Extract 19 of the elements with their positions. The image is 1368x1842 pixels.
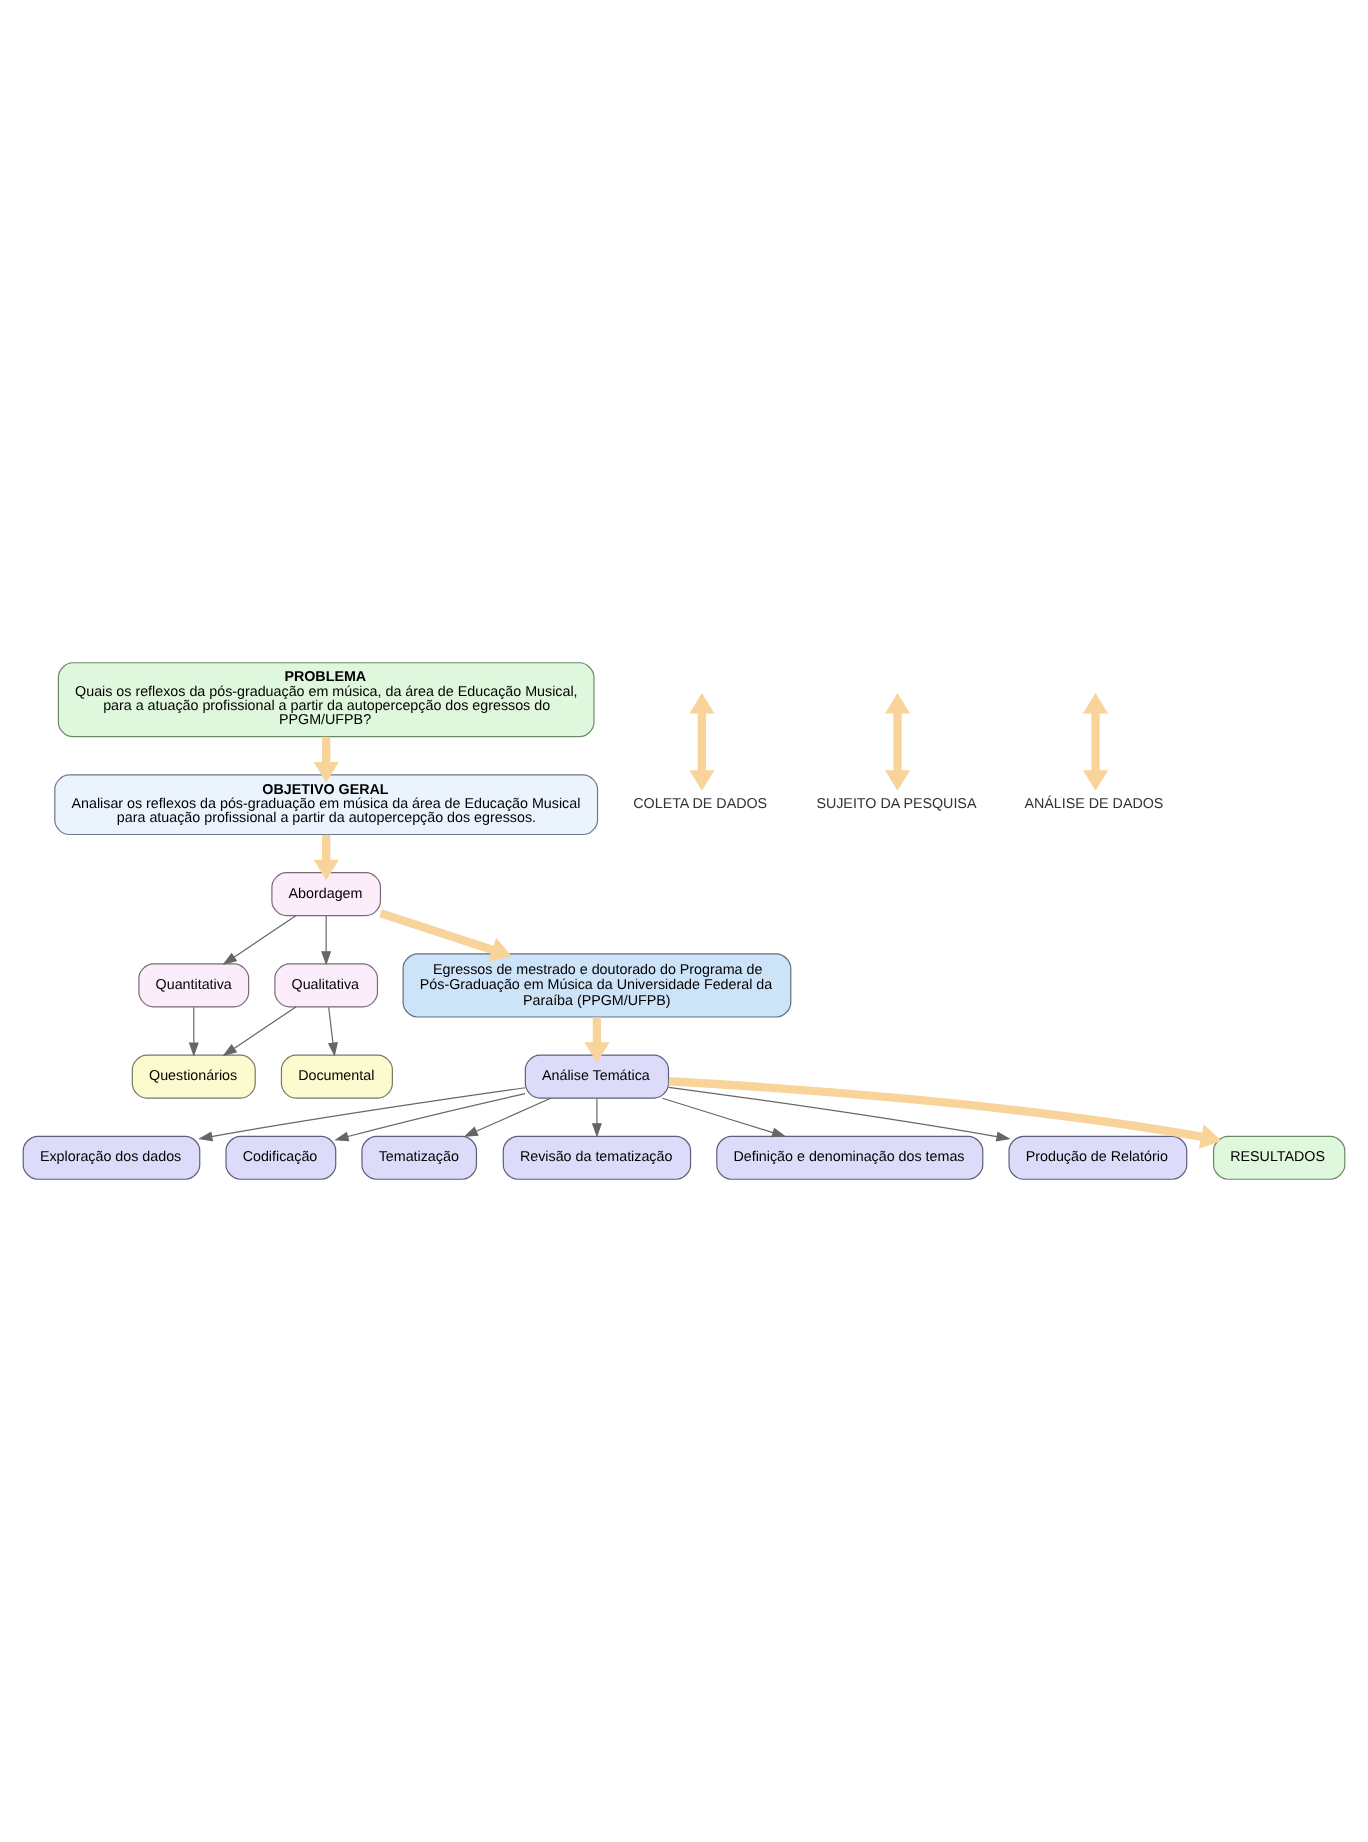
arrow bbox=[321, 915, 332, 966]
arrow bbox=[313, 834, 339, 881]
arrow bbox=[584, 1017, 610, 1063]
arrow bbox=[222, 915, 297, 965]
arrow bbox=[463, 1097, 552, 1137]
arrow bbox=[689, 693, 715, 791]
arrow bbox=[222, 1006, 297, 1057]
arrow bbox=[313, 736, 339, 783]
arrow bbox=[327, 1006, 338, 1057]
arrow bbox=[591, 1097, 602, 1138]
arrow bbox=[661, 1097, 787, 1138]
arrow bbox=[334, 1093, 526, 1142]
arrow bbox=[1082, 693, 1109, 791]
arrow bbox=[884, 693, 911, 791]
arrow bbox=[668, 1086, 1011, 1142]
arrow bbox=[188, 1006, 199, 1057]
arrow bbox=[379, 909, 512, 962]
arrow bbox=[198, 1087, 526, 1142]
arrow bbox=[668, 1077, 1222, 1149]
